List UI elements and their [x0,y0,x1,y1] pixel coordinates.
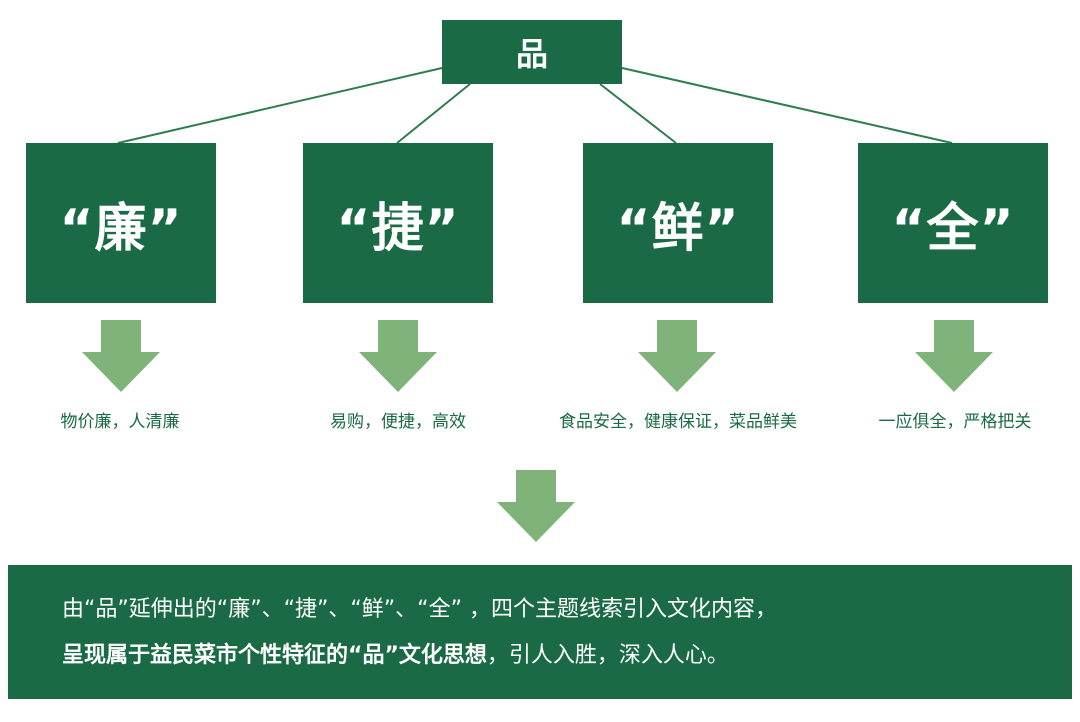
pillar-node-quan: “全” [858,143,1048,303]
down-arrow-icon [359,320,437,392]
down-arrow-icon [915,320,993,392]
pillar-label-lian: “廉” [59,198,183,259]
summary-line-1: 由“品”延伸出的“廉”、“捷”、“鲜”、“全” ，四个主题线索引入文化内容， [62,597,777,622]
connector-line-2 [396,83,471,144]
connector-line-4 [621,67,953,144]
pillar-node-lian: “廉” [26,143,216,303]
pillar-node-jie: “捷” [303,143,493,303]
pillar-label-xian: “鲜” [616,198,740,259]
connector-line-1 [117,67,443,144]
summary-line-2-bold: 呈现属于益民菜市个性特征的“品”文化思想 [62,643,487,668]
down-arrow-icon [638,320,716,392]
pillar-description-quan: 一应俱全，严格把关 [878,412,1032,432]
pillar-description-jie: 易购，便捷，高效 [330,412,466,432]
down-arrow-icon [82,320,160,392]
pillar-description-lian: 物价廉，人清廉 [60,412,180,432]
down-arrow-icon [497,470,575,542]
pillar-label-jie: “捷” [336,198,460,259]
summary-line-2-rest: ，引人入胜，深入人心。 [486,643,729,668]
connector-line-3 [599,83,677,144]
pillar-node-xian: “鲜” [583,143,773,303]
summary-box: 由“品”延伸出的“廉”、“捷”、“鲜”、“全” ，四个主题线索引入文化内容， 呈… [8,565,1072,699]
summary-line-2: 呈现属于益民菜市个性特征的“品”文化思想，引人入胜，深入人心。 [62,633,1072,679]
root-node-label: 品 [515,35,548,73]
pillar-description-xian: 食品安全，健康保证，菜品鲜美 [559,412,797,432]
pillar-label-quan: “全” [891,198,1015,259]
root-node: 品 [442,20,622,84]
